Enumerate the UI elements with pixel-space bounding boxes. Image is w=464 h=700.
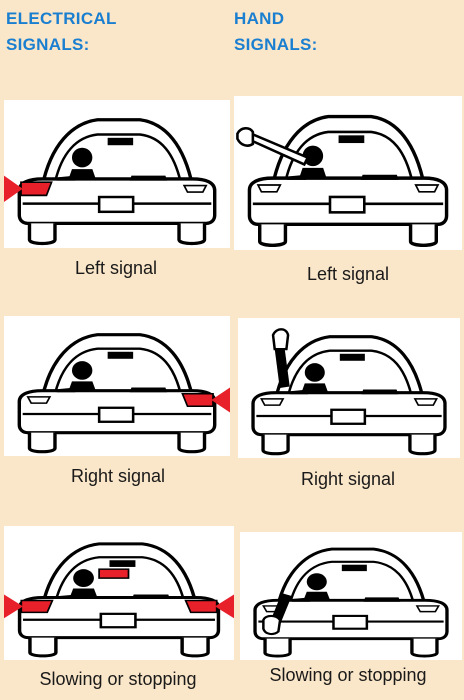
center-brake-light: [98, 568, 130, 579]
hand-heading-line1: HAND: [234, 9, 285, 28]
electrical-right-caption: Right signal: [70, 466, 166, 486]
electrical-stopping-caption: Slowing or stopping: [39, 669, 197, 689]
left-signal-glow: [4, 175, 23, 202]
electrical-left-signal-illustration: [4, 100, 230, 248]
hand-stopping-illustration: [240, 532, 462, 660]
hand-signals-heading: HAND SIGNALS:: [234, 6, 318, 58]
electrical-heading-line2: SIGNALS:: [6, 35, 90, 54]
left-brake-glow: [4, 594, 24, 619]
hand-up-icon: [271, 328, 290, 351]
electrical-stopping-illustration: [4, 526, 234, 660]
arm-raised: [274, 349, 290, 388]
hand-icon: [236, 127, 255, 147]
electrical-signals-heading: ELECTRICAL SIGNALS:: [6, 6, 117, 58]
electrical-heading-line1: ELECTRICAL: [6, 9, 117, 28]
hand-heading-line2: SIGNALS:: [234, 35, 318, 54]
right-signal-glow: [211, 387, 230, 413]
left-tail-light-on: [20, 181, 53, 197]
hand-left-signal-illustration: [234, 96, 462, 250]
hand-stopping-caption: Slowing or stopping: [269, 665, 427, 685]
hand-down-icon: [262, 614, 282, 636]
hand-right-caption: Right signal: [300, 469, 396, 489]
electrical-right-signal-illustration: [4, 316, 230, 456]
right-tail-light-on: [181, 393, 214, 407]
right-brake-glow: [214, 594, 234, 619]
hand-right-signal-illustration: [238, 318, 460, 458]
hand-left-caption: Left signal: [306, 264, 390, 284]
electrical-left-caption: Left signal: [74, 258, 158, 278]
